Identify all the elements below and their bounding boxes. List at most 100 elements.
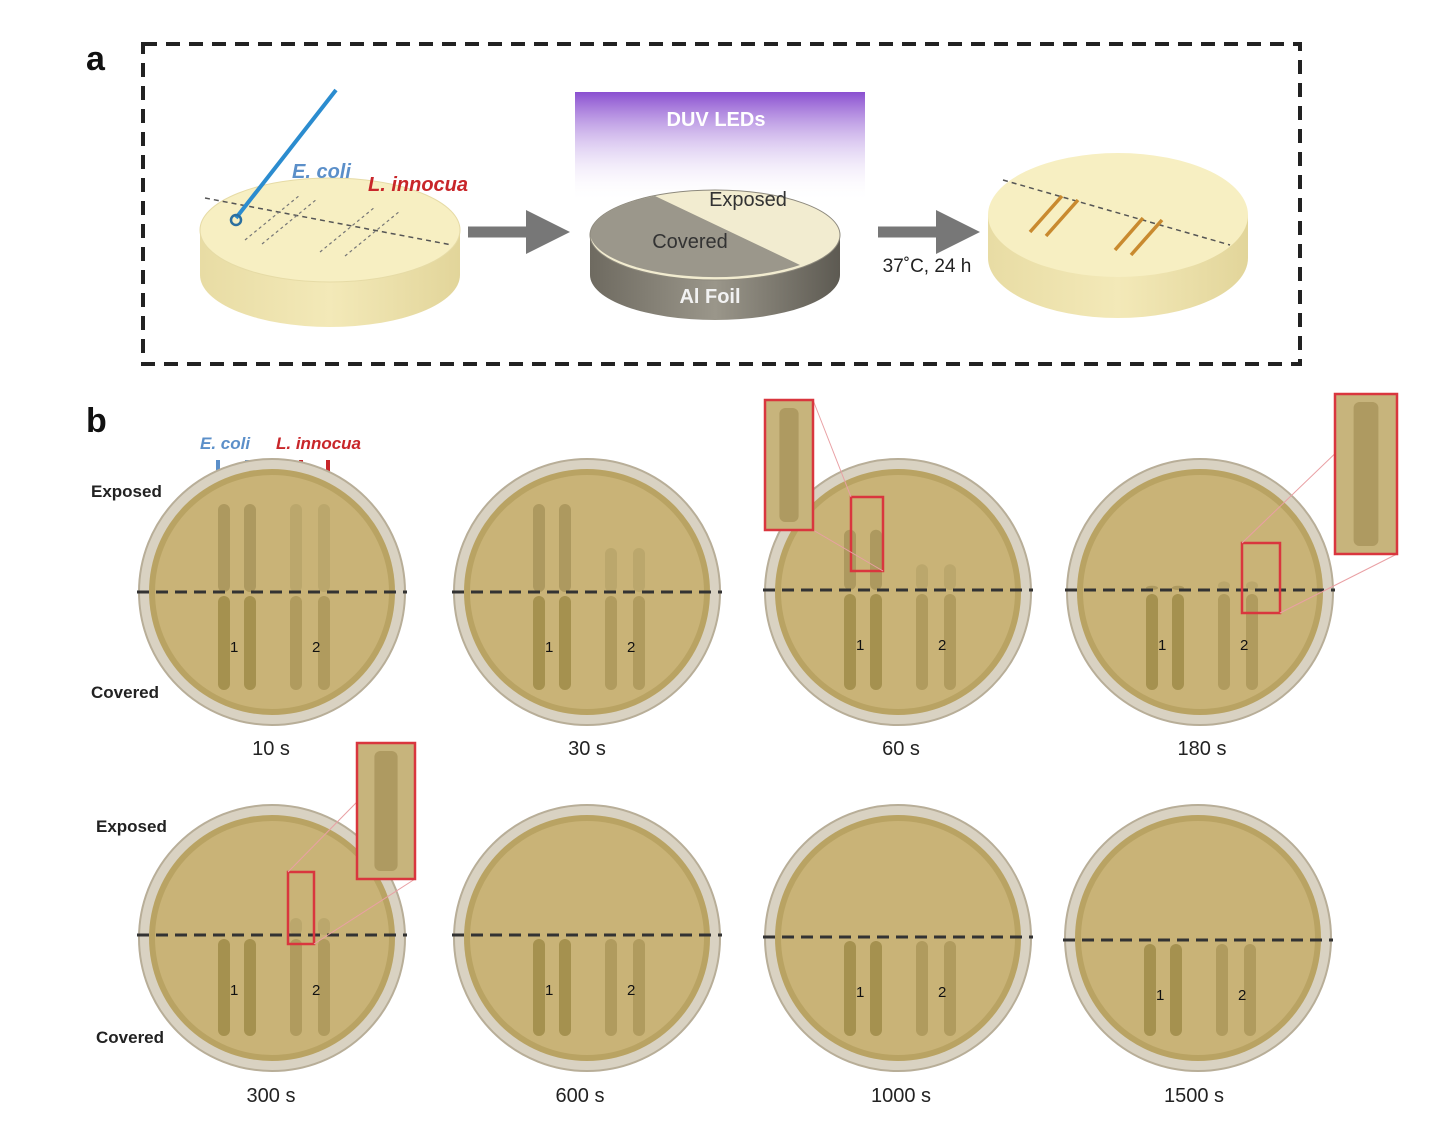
covered-growth-streak	[1172, 594, 1184, 690]
covered-growth-streak	[1216, 944, 1228, 1036]
covered-growth-streak	[533, 939, 545, 1036]
panel-a-letter: a	[86, 40, 105, 78]
streak-label-2: 2	[312, 639, 320, 656]
result-dish-icon	[988, 153, 1248, 318]
covered-growth-streak	[844, 941, 856, 1036]
covered-growth-streak	[944, 941, 956, 1036]
exposed-growth-streak	[244, 504, 256, 592]
panel-a-frame	[141, 42, 1302, 366]
covered-growth-streak	[244, 596, 256, 690]
inoculated-dish-icon	[199, 88, 461, 327]
streak-label-2: 2	[627, 982, 635, 999]
streak-label-2: 2	[1240, 637, 1248, 654]
exposed-row2-label: Exposed	[96, 817, 167, 836]
covered-growth-streak	[318, 596, 330, 690]
streak-label-1: 1	[1156, 987, 1164, 1004]
streak-label-1: 1	[856, 984, 864, 1001]
exposed-growth-streak	[633, 548, 645, 592]
duv-label: DUV LEDs	[667, 109, 766, 131]
inoculation-loop-icon	[229, 213, 243, 227]
panel-b-letter: b	[86, 402, 107, 440]
exposed-growth-streak	[916, 564, 928, 590]
time-label: 300 s	[246, 1085, 296, 1107]
streak-label-1: 1	[1158, 637, 1166, 654]
zoom-leader-line	[1279, 553, 1398, 614]
time-label: 1500 s	[1163, 1085, 1225, 1107]
exposed-growth-streak	[1246, 581, 1258, 590]
covered-growth-streak	[633, 939, 645, 1036]
duv-light-glow	[575, 92, 865, 202]
zoom-leader-line	[313, 878, 416, 945]
zoom-leader-line	[812, 529, 884, 572]
covered-growth-streak	[218, 596, 230, 690]
streak-label-2: 2	[627, 639, 635, 656]
exposure-dish-icon	[589, 189, 841, 320]
exposed-row1-label: Exposed	[91, 482, 162, 501]
covered-growth-streak	[870, 594, 882, 690]
time-label: 60 s	[882, 738, 920, 760]
streak-label-1: 1	[856, 637, 864, 654]
covered-growth-streak	[633, 596, 645, 690]
covered-growth-streak	[605, 939, 617, 1036]
time-label: 10 s	[252, 738, 290, 760]
zoom-inset-colonies	[779, 408, 799, 522]
covered-growth-streak	[318, 939, 330, 1036]
streak-label-1: 1	[545, 639, 553, 656]
exposed-growth-streak	[605, 548, 617, 592]
covered-growth-streak	[916, 941, 928, 1036]
covered-growth-streak	[605, 596, 617, 690]
panel-a-ecoli-label: E. coli	[292, 161, 351, 183]
exposed-label: Exposed	[709, 189, 787, 211]
exposed-growth-streak	[318, 918, 330, 935]
time-label: 180 s	[1177, 738, 1227, 760]
covered-row1-label: Covered	[91, 683, 160, 702]
incubation-label: 37˚C, 24 h	[883, 256, 972, 277]
covered-label: Covered	[652, 231, 728, 253]
covered-growth-streak	[870, 941, 882, 1036]
streak-label-2: 2	[938, 637, 946, 654]
covered-growth-streak	[559, 939, 571, 1036]
panel-a-schematic: E. coli L. innocua DUV LEDs Exposed Cove…	[141, 42, 1302, 366]
exposed-growth-streak	[1218, 581, 1230, 590]
exposed-growth-streak	[533, 504, 545, 592]
exposed-growth-streak	[944, 564, 956, 590]
time-label: 600 s	[555, 1085, 605, 1107]
panel-a-linnocua-label: L. innocua	[368, 174, 468, 196]
exposed-growth-streak	[290, 918, 302, 935]
panel-b-linnocua-label: L. innocua	[276, 434, 361, 453]
time-label: 30 s	[568, 738, 606, 760]
streak-label-1: 1	[230, 639, 238, 656]
exposed-growth-streak	[870, 529, 882, 590]
covered-growth-streak	[290, 939, 302, 1036]
exposed-growth-streak	[290, 504, 302, 592]
zoom-leader-line	[812, 399, 852, 498]
streak-label-1: 1	[545, 982, 553, 999]
covered-growth-streak	[944, 594, 956, 690]
zoom-inset-colonies	[374, 751, 398, 871]
covered-growth-streak	[218, 939, 230, 1036]
covered-growth-streak	[1246, 594, 1258, 690]
streak-label-2: 2	[1238, 987, 1246, 1004]
covered-growth-streak	[244, 939, 256, 1036]
covered-growth-streak	[1170, 944, 1182, 1036]
covered-growth-streak	[559, 596, 571, 690]
foil-label: Al Foil	[679, 286, 740, 308]
covered-growth-streak	[533, 596, 545, 690]
streak-label-2: 2	[938, 984, 946, 1001]
exposed-growth-streak	[218, 504, 230, 592]
exposed-growth-streak	[559, 504, 571, 592]
covered-growth-streak	[290, 596, 302, 690]
streak-label-2: 2	[312, 982, 320, 999]
zoom-inset-colonies	[1353, 402, 1379, 546]
zoom-region-box	[1240, 541, 1282, 615]
exposed-growth-streak	[318, 504, 330, 592]
